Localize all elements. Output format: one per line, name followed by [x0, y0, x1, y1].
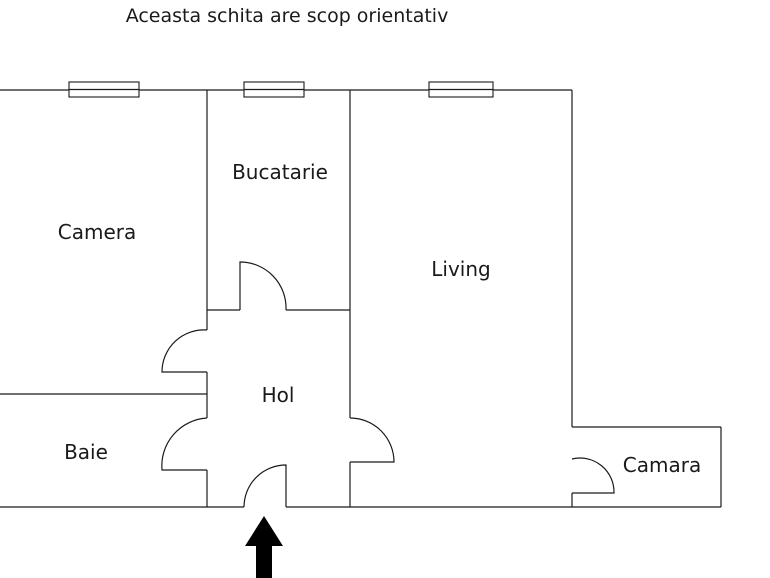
room-label-camara: Camara [623, 453, 701, 477]
room-label-camera: Camera [58, 220, 137, 244]
door-camara [571, 457, 615, 494]
door-living [349, 417, 395, 463]
entrance-arrow-icon [245, 516, 283, 578]
room-label-bucatarie: Bucatarie [232, 160, 328, 184]
room-label-hol: Hol [262, 383, 295, 407]
door-entrance [243, 464, 287, 508]
door-bucatarie [239, 261, 287, 311]
walls [0, 89, 722, 508]
room-label-baie: Baie [64, 440, 108, 464]
windows [68, 81, 494, 98]
room-labels: Camera Bucatarie Living Hol Baie Camara [58, 160, 701, 477]
plan-title: Aceasta schita are scop orientativ [126, 5, 449, 27]
room-label-living: Living [431, 257, 490, 281]
door-baie [161, 417, 208, 471]
door-camera [161, 329, 208, 373]
doors [161, 261, 615, 508]
